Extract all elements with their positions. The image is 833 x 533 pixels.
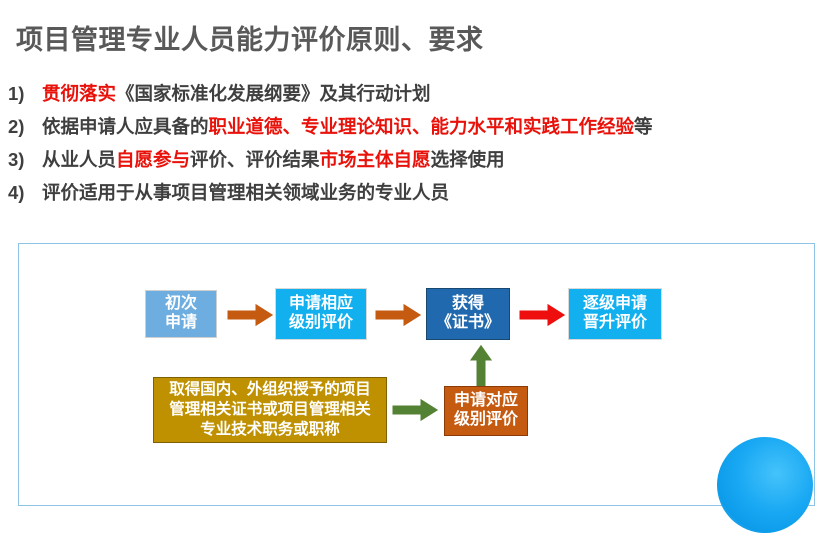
list-item-segment: 《国家标准化发展纲要》及其行动计划 (116, 83, 431, 104)
list-item: 3) 从业人员自愿参与评价、评价结果市场主体自愿选择使用 (8, 146, 818, 179)
flow-arrow-1 (227, 302, 275, 328)
list-item-segment: 职业道德、专业理论知识、能力水平和实践工作经验 (208, 116, 635, 137)
flow-node-apply-level[interactable]: 申请相应 级别评价 (275, 288, 367, 340)
flow-node-line: 级别评价 (288, 314, 353, 331)
flow-node-line: 逐级申请 (582, 295, 647, 313)
flow-arrow-5 (468, 343, 494, 389)
list-item-segment: 等 (634, 116, 653, 137)
list-item-number: 3) (8, 149, 25, 170)
flow-node-line: 取得国内、外组织授予的项目 (169, 380, 371, 398)
flow-node-obtain-certificate[interactable]: 获得 《证书》 (426, 288, 510, 340)
list-item: 2) 依据申请人应具备的职业道德、专业理论知识、能力水平和实践工作经验等 (8, 113, 818, 146)
flow-node-line: 申请相应 (288, 295, 353, 313)
flow-arrow-2 (375, 302, 423, 328)
flow-node-line: 申请 (164, 314, 197, 331)
list-item-segment: 从业人员 (42, 149, 117, 170)
list-item-segment: 依据申请人应具备的 (42, 116, 209, 137)
principles-list: 1) 贯彻落实《国家标准化发展纲要》及其行动计划 2) 依据申请人应具备的职业道… (8, 80, 818, 212)
list-item-text: 依据申请人应具备的职业道德、专业理论知识、能力水平和实践工作经验等 (42, 113, 653, 139)
list-item-segment: 自愿参与 (116, 149, 191, 170)
flow-node-line: 管理相关证书或项目管理相关 (169, 400, 371, 418)
list-item-number: 1) (8, 83, 25, 104)
list-item-text: 从业人员自愿参与评价、评价结果市场主体自愿选择使用 (42, 146, 505, 172)
flow-node-line: 申请对应 (453, 392, 518, 410)
page-title: 项目管理专业人员能力评价原则、要求 (16, 25, 484, 55)
flow-node-first-application[interactable]: 初次 申请 (145, 290, 217, 338)
flow-node-line: 初次 (164, 295, 197, 313)
flow-node-line: 《证书》 (435, 314, 500, 331)
list-item-segment: 市场主体自愿 (319, 149, 431, 170)
flow-node-line: 获得 (451, 295, 484, 313)
flow-node-line: 晋升评价 (582, 314, 647, 331)
list-item-segment: 选择使用 (430, 149, 505, 170)
flow-arrow-4 (392, 397, 440, 423)
list-item-segment: 评价适用于从事项目管理相关领域业务的专业人员 (42, 182, 450, 203)
list-item: 1) 贯彻落实《国家标准化发展纲要》及其行动计划 (8, 80, 818, 113)
flowchart-container: 初次 申请 申请相应 级别评价 获得 《证书》 逐级申请 晋升评价 取得国内、外… (18, 243, 815, 506)
list-item-number: 2) (8, 116, 25, 137)
flow-arrow-3 (519, 302, 567, 328)
flow-node-line: 级别评价 (453, 411, 518, 428)
list-item-text: 评价适用于从事项目管理相关领域业务的专业人员 (42, 179, 449, 205)
list-item-text: 贯彻落实《国家标准化发展纲要》及其行动计划 (42, 80, 431, 106)
flow-node-existing-credential[interactable]: 取得国内、外组织授予的项目 管理相关证书或项目管理相关 专业技术职务或职称 (153, 377, 387, 443)
decorative-circle (717, 437, 813, 533)
list-item: 4) 评价适用于从事项目管理相关领域业务的专业人员 (8, 179, 818, 212)
flow-node-apply-matching[interactable]: 申请对应 级别评价 (444, 386, 528, 436)
list-item-segment: 贯彻落实 (42, 83, 117, 104)
flow-node-stepwise-promotion[interactable]: 逐级申请 晋升评价 (568, 288, 662, 340)
list-item-segment: 评价、评价结果 (190, 149, 320, 170)
list-item-number: 4) (8, 182, 25, 203)
flow-node-line: 专业技术职务或职称 (200, 421, 340, 439)
